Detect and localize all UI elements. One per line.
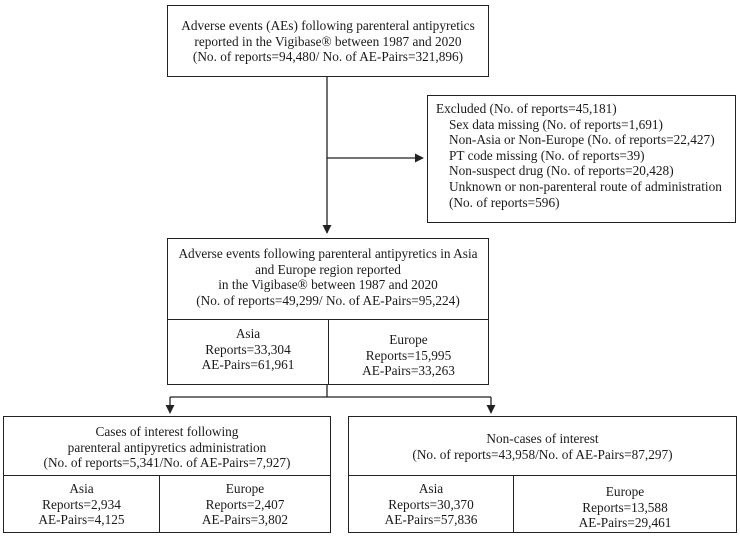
excluded-item: Sex data missing (No. of reports=1,691) <box>449 116 663 132</box>
middle-box: Adverse events following parenteral anti… <box>167 238 489 385</box>
excluded-item: Unknown or non-parenteral route of admin… <box>449 178 722 194</box>
region-label: Asia <box>235 326 261 341</box>
middle-box-header: Adverse events following parenteral anti… <box>168 239 488 320</box>
ae-pairs-count: AE-Pairs=29,461 <box>578 515 672 531</box>
cases-of-interest-box: Cases of interest following parenteral a… <box>3 416 331 533</box>
top-box: Adverse events (AEs) following parentera… <box>167 5 489 77</box>
non-cases-box: Non-cases of interest (No. of reports=43… <box>348 416 737 533</box>
cases-line2: parenteral antipyretics administration <box>67 439 267 455</box>
excluded-item: Non-suspect drug (No. of reports=20,428) <box>449 163 674 179</box>
reports-count: Reports=2,407 <box>205 496 285 512</box>
ae-pairs-count: AE-Pairs=33,263 <box>362 363 455 379</box>
cases-header: Cases of interest following parenteral a… <box>4 417 330 476</box>
ae-pairs-count: AE-Pairs=57,836 <box>384 512 478 528</box>
excluded-item: (No. of reports=596) <box>449 194 560 210</box>
region-label: Europe <box>389 332 428 347</box>
ae-pairs-count: AE-Pairs=3,802 <box>201 512 289 528</box>
cases-line3: (No. of reports=5,341/No. of AE-Pairs=7,… <box>43 455 291 471</box>
cases-asia-cell: Asia Reports=2,934 AE-Pairs=4,125 <box>4 476 160 532</box>
excluded-item: PT code missing (No. of reports=39) <box>449 147 645 163</box>
middle-box-line4: (No. of reports=49,299/ No. of AE-Pairs=… <box>196 292 460 308</box>
region-label: Asia <box>69 481 94 496</box>
noncases-asia-cell: Asia Reports=30,370 AE-Pairs=57,836 <box>349 476 514 532</box>
middle-box-line3: in the Vigibase® between 1987 and 2020 <box>218 277 438 293</box>
middle-box-line1: Adverse events following parenteral anti… <box>178 246 478 261</box>
excluded-item: Non-Asia or Non-Europe (No. of reports=2… <box>449 132 715 148</box>
middle-box-line2: and Europe region reported <box>255 261 401 277</box>
excluded-title: Excluded (No. of reports=45,181) <box>436 101 617 116</box>
reports-count: Reports=15,995 <box>365 347 452 363</box>
region-label: Europe <box>605 484 645 499</box>
reports-count: Reports=13,588 <box>582 499 668 515</box>
region-label: Europe <box>225 481 265 496</box>
excluded-box: Excluded (No. of reports=45,181) Sex dat… <box>427 95 736 223</box>
noncases-europe-cell: Europe Reports=13,588 AE-Pairs=29,461 <box>514 476 736 532</box>
reports-count: Reports=33,304 <box>205 341 291 357</box>
reports-count: Reports=30,370 <box>388 496 474 512</box>
middle-europe-cell: Europe Reports=15,995 AE-Pairs=33,263 <box>329 320 488 384</box>
reports-count: Reports=2,934 <box>42 496 121 512</box>
noncases-line1: Non-cases of interest <box>486 431 599 446</box>
cases-line1: Cases of interest following <box>95 424 239 439</box>
top-box-line3: (No. of reports=94,480/ No. of AE-Pairs=… <box>192 49 464 65</box>
ae-pairs-count: AE-Pairs=4,125 <box>38 512 125 528</box>
noncases-line2: (No. of reports=43,958/No. of AE-Pairs=8… <box>412 446 673 462</box>
region-label: Asia <box>418 481 444 496</box>
middle-asia-cell: Asia Reports=33,304 AE-Pairs=61,961 <box>168 320 329 384</box>
cases-europe-cell: Europe Reports=2,407 AE-Pairs=3,802 <box>160 476 330 532</box>
top-box-line1: Adverse events (AEs) following parentera… <box>181 18 475 33</box>
noncases-header: Non-cases of interest (No. of reports=43… <box>349 417 736 476</box>
ae-pairs-count: AE-Pairs=61,961 <box>201 357 295 373</box>
top-box-line2: reported in the Vigibase® between 1987 a… <box>194 33 462 49</box>
